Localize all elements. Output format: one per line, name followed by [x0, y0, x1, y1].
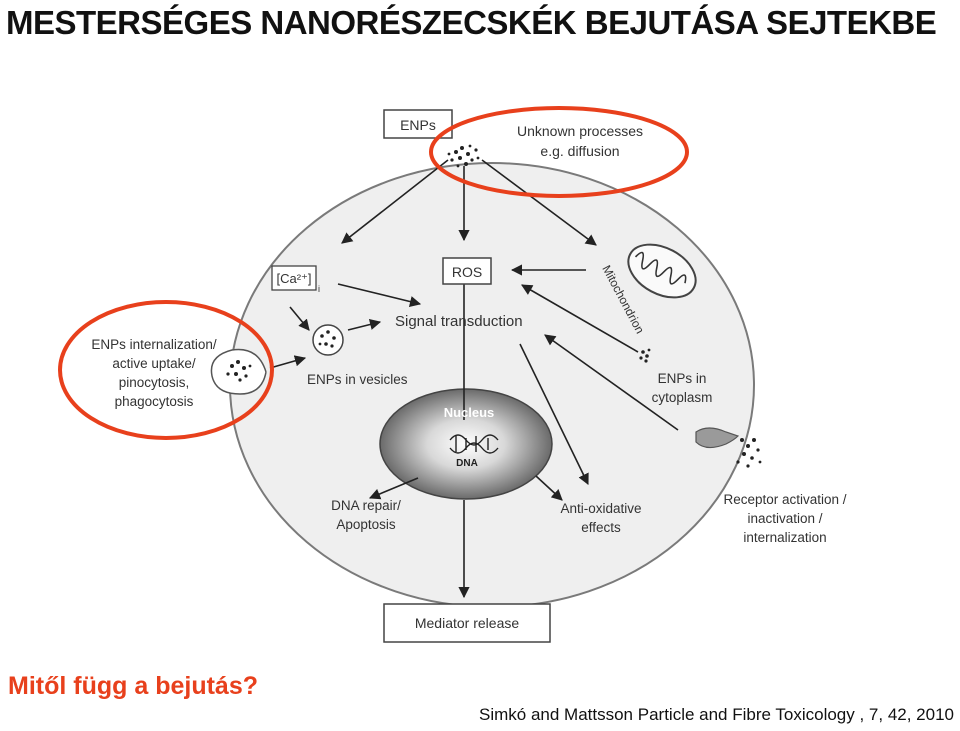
enps-in-vesicles-label: ENPs in vesicles: [307, 372, 408, 387]
ros-box: [442, 257, 492, 285]
mediator-release-label: Mediator release: [415, 615, 519, 631]
ros-label: ROS: [452, 264, 482, 280]
dna-repair-line2: Apoptosis: [336, 517, 396, 532]
antioxidative-line2: effects: [581, 520, 621, 535]
calcium-label: [Ca²⁺]: [276, 271, 311, 286]
receptor-line2: inactivation /: [747, 511, 822, 526]
enps-in-cytoplasm-line2: cytoplasm: [652, 390, 713, 405]
pathway-arrows: [269, 159, 679, 599]
highlight-ring-left: [58, 300, 274, 440]
dna-label: DNA: [456, 458, 478, 469]
antioxidative-line1: Anti-oxidative: [560, 501, 641, 516]
internalization-line4: phagocytosis: [115, 394, 194, 409]
particle-cluster-vesicle: [312, 324, 344, 356]
mitochondrion-icon: [627, 243, 697, 299]
calcium-box: [271, 265, 317, 291]
particle-cluster-top: [447, 144, 480, 168]
internalization-line3: pinocytosis,: [119, 375, 190, 390]
enps-in-cytoplasm-line1: ENPs in: [658, 371, 707, 386]
dna-icon: [449, 434, 499, 454]
particle-cluster-membrane: [210, 348, 267, 395]
diffusion-label: e.g. diffusion: [540, 143, 619, 159]
question-heading: Mitől függ a bejutás?: [8, 672, 258, 700]
receptor-line3: internalization: [743, 530, 826, 545]
internalization-line1: ENPs internalization/: [91, 337, 217, 352]
signal-transduction-label: Signal transduction: [395, 313, 523, 330]
enps-box-label: ENPs: [400, 117, 436, 133]
mediator-release-box: [383, 603, 551, 643]
particle-cluster-cytoplasm: [639, 348, 651, 363]
calcium-subscript: i: [318, 284, 320, 294]
dna-repair-line1: DNA repair/: [331, 498, 401, 513]
internalization-line2: active uptake/: [112, 356, 196, 371]
citation: Simkó and Mattsson Particle and Fibre To…: [479, 705, 954, 724]
nucleus-label: Nucleus: [444, 405, 495, 420]
receptor-line1: Receptor activation /: [723, 492, 846, 507]
page-title: MESTERSÉGES NANORÉSZECSKÉK BEJUTÁSA SEJT…: [6, 4, 937, 41]
receptor-icon: [695, 427, 762, 468]
unknown-processes-label: Unknown processes: [517, 123, 643, 139]
highlight-ring-top: [429, 106, 689, 198]
